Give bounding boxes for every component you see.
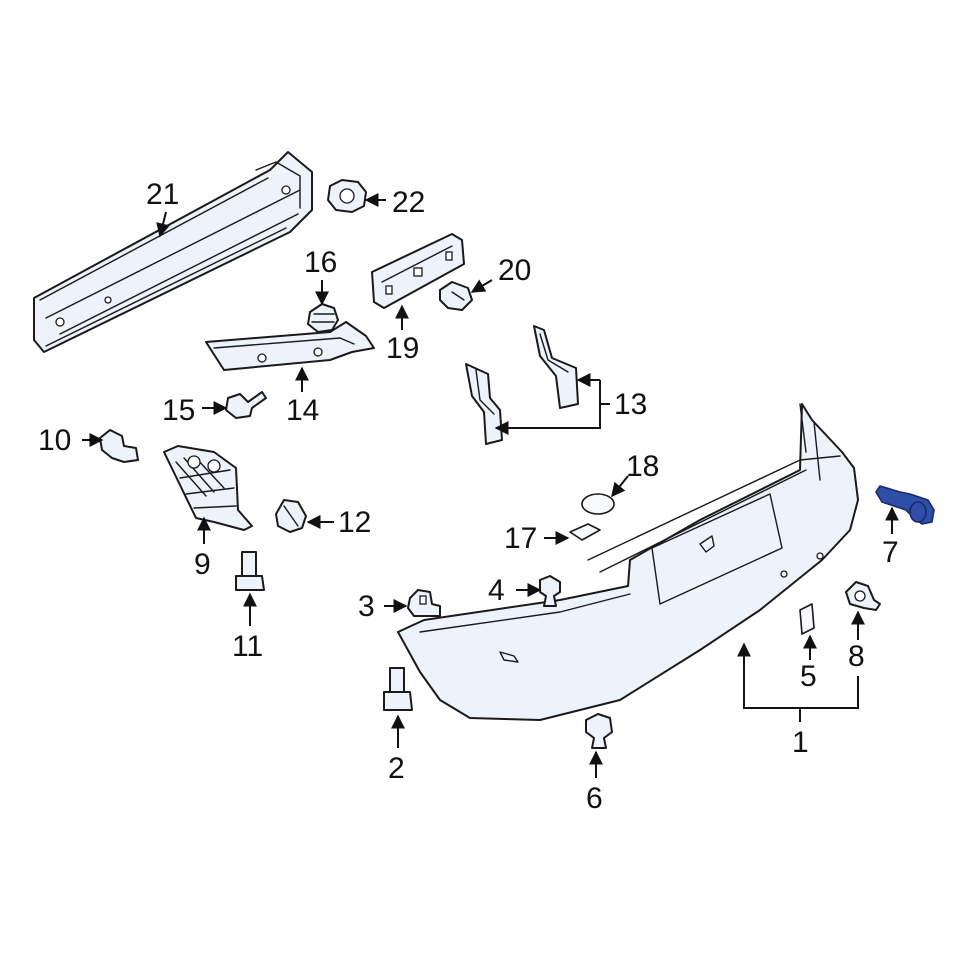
leader-21 (156, 211, 170, 238)
callout-17: 17 (504, 522, 537, 555)
stud-bolt-part-2[interactable] (383, 667, 413, 711)
clip-part-20[interactable] (439, 281, 473, 311)
callout-22: 22 (392, 186, 425, 219)
callout-6: 6 (586, 782, 603, 815)
callout-1: 1 (792, 726, 809, 759)
callout-14: 14 (286, 394, 319, 427)
leader-lines (82, 193, 899, 778)
callout-20: 20 (498, 254, 531, 287)
callout-16: 16 (304, 246, 337, 279)
bolt-part-15[interactable] (225, 391, 267, 419)
bracket-clip-part-3[interactable] (407, 589, 441, 617)
callout-19: 19 (386, 332, 419, 365)
callout-3: 3 (358, 590, 375, 623)
callout-labels: 21 22 16 20 19 14 15 13 10 18 12 7 17 9 … (38, 178, 899, 815)
stud-part-10[interactable] (99, 429, 139, 463)
side-bracket-part-13[interactable] (465, 325, 579, 445)
callout-15: 15 (162, 394, 195, 427)
stud-bolt-part-11[interactable] (235, 551, 265, 591)
push-clip-part-6[interactable] (585, 713, 613, 749)
vent-bracket-part-9[interactable] (163, 445, 253, 531)
leader-20 (470, 279, 493, 293)
nut-part-22[interactable] (327, 179, 367, 213)
leader-18 (611, 475, 629, 498)
bracket-plate-part-19[interactable] (371, 233, 465, 309)
leader-13 (500, 380, 601, 429)
round-cap-part-18[interactable] (581, 493, 615, 515)
callout-10: 10 (38, 424, 71, 457)
callout-13: 13 (614, 388, 647, 421)
push-clip-part-12[interactable] (275, 499, 307, 533)
clip-part-4[interactable] (539, 575, 561, 607)
callout-11: 11 (232, 630, 263, 663)
callout-9: 9 (194, 548, 211, 581)
callout-2: 2 (388, 752, 405, 785)
callout-8: 8 (848, 640, 865, 673)
callout-4: 4 (488, 574, 505, 607)
callout-5: 5 (800, 660, 817, 693)
callout-7: 7 (882, 536, 899, 569)
bumper-cover-part-1[interactable] (397, 403, 859, 721)
callout-12: 12 (338, 506, 371, 539)
parking-sensor-part-7[interactable] (875, 485, 935, 525)
sensor-retainer-part-8[interactable] (845, 581, 881, 611)
pad-part-17[interactable] (569, 523, 601, 541)
pad-part-5[interactable] (799, 603, 815, 635)
callout-21: 21 (146, 178, 179, 211)
reinforcement-bar-part-21[interactable] (33, 151, 313, 353)
absorber-bracket-part-14[interactable] (205, 321, 375, 371)
clip-part-16[interactable] (307, 303, 339, 333)
callout-18: 18 (626, 450, 659, 483)
